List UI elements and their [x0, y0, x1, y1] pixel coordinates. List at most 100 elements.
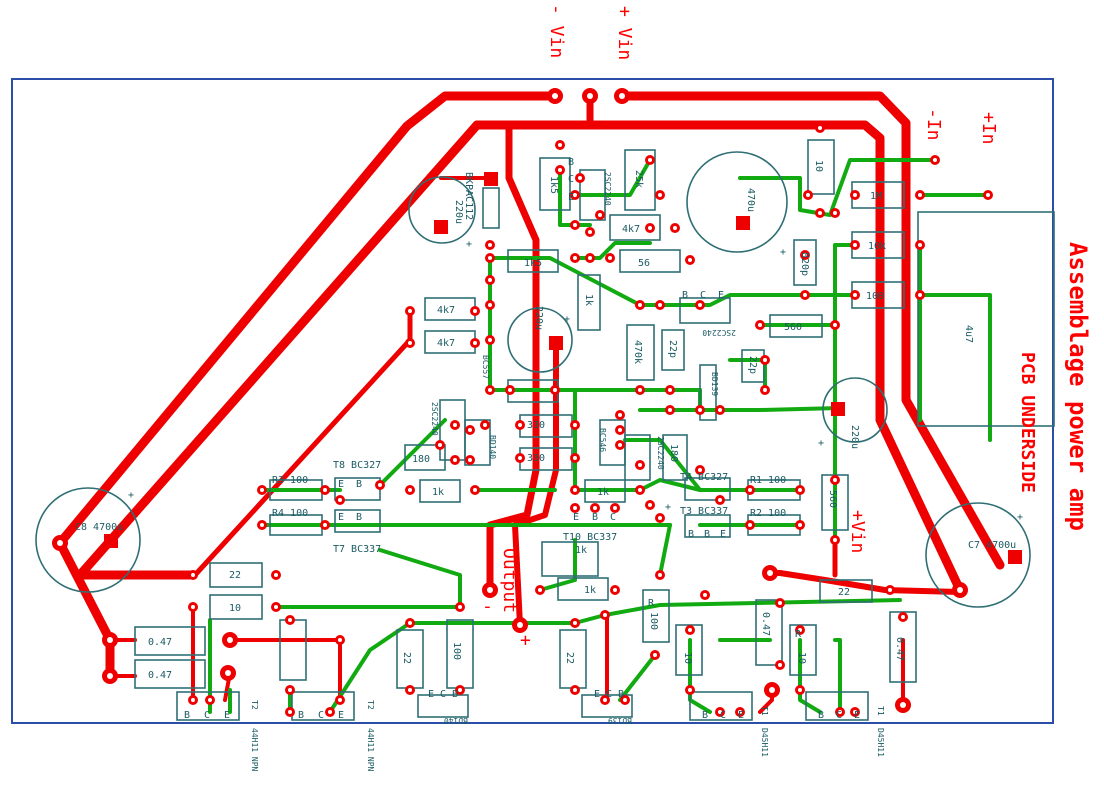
pin-b: B [298, 710, 304, 721]
label-1m: 1M [870, 191, 882, 202]
label-t3: T3 BC337 [680, 506, 728, 517]
pad-hole [853, 243, 857, 247]
pad-hole [688, 628, 692, 632]
pin-b: B [818, 710, 824, 721]
pin-letters: B C E B C E B C E B C E E C B E C B E B … [128, 157, 1023, 721]
pin-b: B [618, 689, 624, 700]
pad-hole [718, 408, 722, 412]
pin-e: E [720, 529, 726, 540]
pad-hole [191, 698, 195, 702]
pad-hole [767, 570, 773, 576]
label-047-c: 0.47 [760, 612, 771, 636]
title-text: Assemblage power amp [1064, 242, 1092, 531]
pads [52, 88, 993, 717]
pad-hole [288, 688, 292, 692]
label-bd140-b: BD140 [488, 435, 497, 459]
pad-hole [488, 256, 492, 260]
label-047-d: 0.47 [894, 637, 905, 661]
pin-c: C [836, 710, 842, 721]
label-560-b: 560 [827, 490, 838, 508]
plus-mark: + [564, 314, 570, 325]
pad-hole [658, 573, 662, 577]
pad-hole [798, 628, 802, 632]
pad-hole [260, 523, 264, 527]
pad-hole [763, 358, 767, 362]
pad-hole [274, 573, 278, 577]
label-22-b: 22 [401, 652, 412, 664]
pad-hole [763, 388, 767, 392]
pad-hole [758, 323, 762, 327]
label-470k: 470k [632, 340, 643, 364]
label-22-d: 22 [838, 587, 850, 598]
pad-hole [900, 702, 906, 708]
label-560-a: 560 [784, 322, 802, 333]
pad-hole [573, 456, 577, 460]
pad-hole [853, 293, 857, 297]
label-25k: 25k [633, 170, 644, 188]
pad-hole [658, 303, 662, 307]
pad-hole [818, 211, 822, 215]
pad-hole [588, 230, 592, 234]
pad-hole [260, 488, 264, 492]
pad-hole [778, 601, 782, 605]
label-bkpac112: BKPAC112 [463, 172, 474, 220]
pad-hole [468, 458, 472, 462]
pad-hole [798, 688, 802, 692]
label-820p: 820p [799, 252, 810, 276]
label-047-b: 0.47 [148, 670, 172, 681]
pad-hole [552, 93, 558, 99]
pad-hole [588, 256, 592, 260]
pad-hole [517, 622, 523, 628]
pin-b: B [702, 710, 708, 721]
pad-hole [338, 498, 342, 502]
pad-hole [483, 423, 487, 427]
label-t1-b: T1 [876, 706, 885, 716]
pad-hole [803, 293, 807, 297]
label-330: 330 [527, 420, 545, 431]
pin-c: C [318, 710, 324, 721]
pad-hole [573, 256, 577, 260]
label-22p-b: 22p [747, 356, 758, 374]
pad-hole [598, 213, 602, 217]
pad-hole [573, 621, 577, 625]
pad-hole [933, 158, 937, 162]
label-t2: T2 [250, 700, 259, 710]
plus-mark: + [1017, 512, 1023, 523]
pad-hole [323, 488, 327, 492]
pad-hole [673, 226, 677, 230]
pad-hole [453, 458, 457, 462]
label-470u: 470u [745, 188, 756, 212]
pin-e: E [428, 689, 434, 700]
pin-e: E [568, 192, 574, 203]
pad-hole [488, 303, 492, 307]
pin-c: C [568, 174, 574, 185]
label-1k-e: 1k [584, 585, 596, 596]
pin-e: E [854, 710, 860, 721]
label-44h11-b: 44H11 NPN [366, 728, 375, 772]
pad-hole [838, 710, 842, 714]
label-56: 56 [638, 258, 650, 269]
pad-hole [458, 605, 462, 609]
pad-hole [738, 710, 742, 714]
label-bd140: BD140 [444, 716, 468, 725]
output-minus: - [482, 596, 493, 617]
pad-hole [638, 388, 642, 392]
label-4u7: 4u7 [963, 325, 974, 343]
label-bd139-b: BD139 [608, 716, 632, 725]
label-180-b: 180 [412, 454, 430, 465]
pad-hole [769, 687, 775, 693]
pad-hole [573, 223, 577, 227]
label-t4: T4 BC327 [680, 472, 728, 483]
pad-hole [518, 423, 522, 427]
label-t2-b: T2 [366, 700, 375, 710]
pad-hole [853, 710, 857, 714]
pad-hole [468, 428, 472, 432]
red-copper-tracks [55, 91, 1005, 714]
pad-hole [918, 293, 922, 297]
label-1k-d: 1k [575, 545, 587, 556]
pad-hole [698, 303, 702, 307]
pin-c: C [440, 689, 446, 700]
pad-hole [191, 605, 195, 609]
pad-hole [638, 303, 642, 307]
pad-hole [107, 673, 113, 679]
